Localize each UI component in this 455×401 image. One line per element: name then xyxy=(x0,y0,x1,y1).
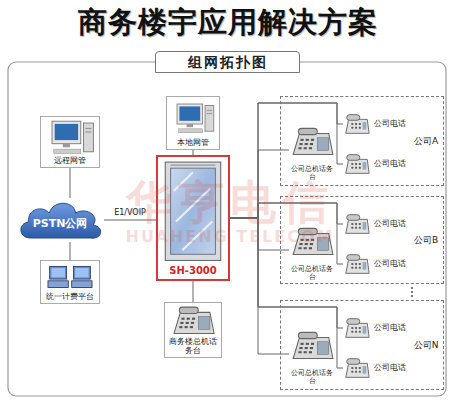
node-label: 统一计费平台 xyxy=(43,292,97,301)
bill-symbol xyxy=(48,266,92,287)
watermark: 华亨电信 xyxy=(100,176,360,229)
phone-symbol xyxy=(346,155,369,174)
console-symbol xyxy=(174,307,214,333)
console2-symbol xyxy=(293,128,333,154)
switch-cabinet: SH-3000 xyxy=(156,155,230,281)
phone-symbol xyxy=(346,215,369,234)
computer-node: 远程网管 xyxy=(40,116,100,168)
console2-symbol xyxy=(293,228,333,254)
phone-symbol xyxy=(346,359,369,378)
connector-line xyxy=(230,103,343,218)
diagram-title: 商务楼宇应用解决方案 xyxy=(0,6,455,39)
node-label: 公司总机话务台 xyxy=(289,369,335,385)
telephone-node: 公司电话 xyxy=(343,149,407,179)
company-group: 公司总机话务台公司电话公司电话公司A xyxy=(280,96,444,186)
phone-symbol xyxy=(346,255,369,274)
bill-icon xyxy=(43,263,97,292)
connector-line xyxy=(70,168,71,198)
console2-symbol xyxy=(293,332,333,358)
phone-icon xyxy=(343,212,371,236)
node-label: SH-3000 xyxy=(161,263,225,277)
connector-line xyxy=(230,218,343,368)
node-label: 公司A xyxy=(409,136,443,146)
node-label: 公司电话 xyxy=(371,323,406,332)
telephone-node: 公司电话 xyxy=(343,249,407,279)
phone-icon xyxy=(343,252,371,276)
operator-console: 公司总机话务台 xyxy=(289,119,335,181)
network-cloud: PSTN公网 xyxy=(16,198,104,242)
billing-node: 统一计费平台 xyxy=(40,260,100,304)
connector-line xyxy=(230,203,343,264)
connector-line xyxy=(70,242,71,260)
rack-symbol xyxy=(165,162,220,260)
rack-icon xyxy=(161,160,225,263)
node-label: 公司电话 xyxy=(371,119,406,128)
continuation-dots xyxy=(411,287,413,297)
node-label: 本地网管 xyxy=(169,138,217,147)
node-label: 远程网管 xyxy=(43,156,97,165)
console2-icon xyxy=(289,323,335,369)
connector-line xyxy=(230,218,343,328)
pc-symbol xyxy=(52,121,93,153)
phone-symbol xyxy=(346,115,369,134)
connector-layer xyxy=(70,103,343,368)
node-label: 公司总机话务台 xyxy=(289,165,335,181)
node-label: PSTN公网 xyxy=(16,218,104,231)
operator-console: 商务楼总机话务台 xyxy=(164,302,222,358)
phone-icon xyxy=(343,316,371,340)
node-label: 公司电话 xyxy=(371,259,406,268)
node-label: 公司电话 xyxy=(371,159,406,168)
outer-frame xyxy=(8,62,446,396)
console2-icon xyxy=(289,219,335,265)
pc-icon xyxy=(43,119,97,156)
pc-symbol xyxy=(177,104,214,133)
connector-line xyxy=(104,220,156,221)
node-label: 公司电话 xyxy=(371,219,406,228)
phone-icon xyxy=(343,356,371,380)
telephone-node: 公司电话 xyxy=(343,353,407,383)
operator-console: 公司总机话务台 xyxy=(289,219,335,281)
connector-line xyxy=(193,281,194,302)
connector-line xyxy=(230,103,343,218)
node-label: 公司电话 xyxy=(371,363,406,372)
telephone-node: 公司电话 xyxy=(343,109,407,139)
console-icon xyxy=(167,305,219,337)
computer-node: 本地网管 xyxy=(166,96,220,150)
company-group: 公司总机话务台公司电话公司电话公司B xyxy=(280,196,444,284)
node-label: 公司N xyxy=(409,340,443,350)
telephone-node: 公司电话 xyxy=(343,313,407,343)
edge-label: E1/VOIP xyxy=(100,208,160,217)
node-label: 公司B xyxy=(409,235,443,245)
console2-icon xyxy=(289,119,335,165)
node-label: 公司总机话务台 xyxy=(289,265,335,281)
pc-icon xyxy=(169,99,217,138)
telephone-node: 公司电话 xyxy=(343,209,407,239)
connector-line xyxy=(230,203,343,224)
phone-icon xyxy=(343,112,371,136)
phone-symbol xyxy=(346,319,369,338)
operator-console: 公司总机话务台 xyxy=(289,323,335,385)
phone-icon xyxy=(343,152,371,176)
node-label: 商务楼总机话务台 xyxy=(167,337,219,355)
company-group: 公司总机话务台公司电话公司电话公司N xyxy=(280,300,444,390)
section-tab: 组网拓扑图 xyxy=(155,51,300,73)
